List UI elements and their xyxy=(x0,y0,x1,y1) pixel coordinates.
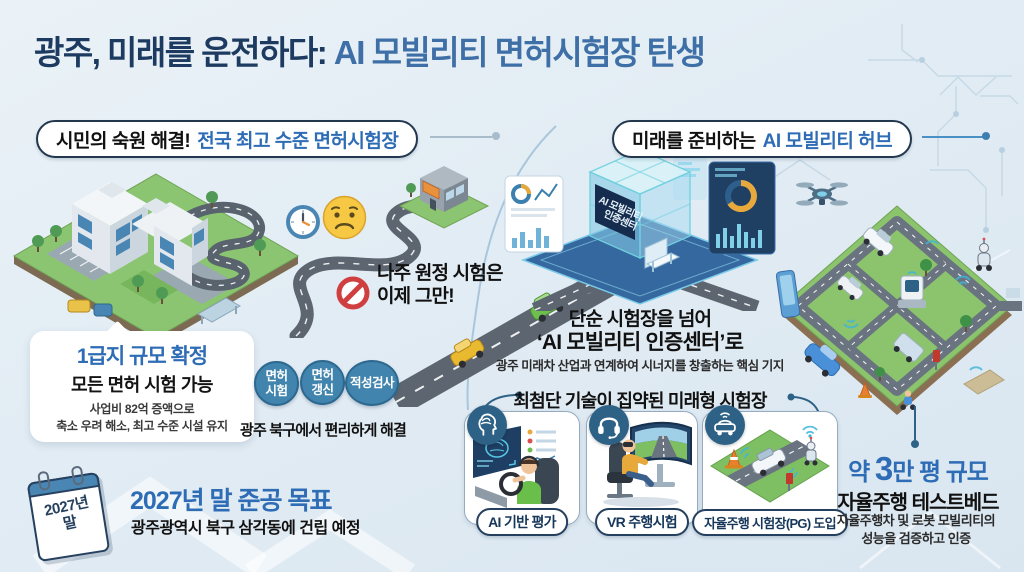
page-title: 광주, 미래를 운전하다: AI 모빌리티 면허시험장 탄생 xyxy=(34,26,706,74)
circles-caption: 광주 북구에서 편리하게 해결 xyxy=(239,422,407,439)
left-header-connector-line xyxy=(430,136,492,138)
tech-header: 최첨단 기술이 집약된 미래형 시험장 xyxy=(513,391,767,411)
naju-building-illustration xyxy=(398,166,490,229)
headset-icon xyxy=(589,405,629,445)
right-section-header: 미래를 준비하는 AI 모빌리티 허브 xyxy=(612,120,913,158)
testbed-description: 자율주행차 및 로봇 모빌리티의 성능을 검증하고 인증 xyxy=(836,513,996,546)
page-title-highlight: AI 모빌리티 면허시험장 탄생 xyxy=(333,34,706,71)
testbed-illustration xyxy=(775,182,1022,415)
yellow-car-illustration xyxy=(450,338,485,368)
right-header-connector-line xyxy=(922,136,984,138)
no-more-naju-text: 나주 원정 시험은 이제 그만! xyxy=(377,263,504,307)
testbed-title: 자율주행 테스트베드 xyxy=(837,492,999,514)
testbed-connector-line xyxy=(914,406,916,440)
card-label-vr: VR 주행시험 xyxy=(595,508,689,536)
testbed-connector-dot xyxy=(911,440,919,448)
dashboard-panel-left xyxy=(504,175,564,253)
completion-description: 광주광역시 북구 삼각동에 건립 예정 xyxy=(131,520,361,537)
autonomous-pg-illustration xyxy=(710,425,830,503)
facility-scale-callout: 1급지 규모 확정 모든 면허 시험 가능 사업비 82억 증액으로 축소 우려… xyxy=(30,320,254,442)
drone-illustration xyxy=(796,182,848,206)
winding-road-illustration xyxy=(289,166,490,338)
prohibition-icon xyxy=(336,276,370,310)
beyond-line2: ‘AI 모빌리티 인증센터’로 xyxy=(536,331,744,354)
right-header-connector-dot xyxy=(982,132,990,140)
left-header-black: 시민의 숙원 해결! xyxy=(56,130,191,152)
card-autonomous-pg: 자율주행 시험장(PG) 도입 xyxy=(692,405,848,536)
beyond-description: 광주 미래차 산업과 연계하여 시너지를 창출하는 핵심 기지 xyxy=(496,359,784,373)
left-header-connector-dot xyxy=(492,132,500,140)
ai-hub-building-illustration: AI 모빌리티 인증센터 xyxy=(504,149,776,311)
card-label-pg: 자율주행 시험장(PG) 도입 xyxy=(692,509,848,536)
license-center-illustration xyxy=(13,173,299,346)
card-label-ai: AI 기반 평가 xyxy=(476,508,568,536)
dashboard-panel-right xyxy=(708,161,776,255)
testbed-scale: 약 3만 평 규모 xyxy=(848,450,989,487)
card-ai-evaluation: AI 기반 평가 xyxy=(464,405,580,536)
sad-face-icon xyxy=(322,195,367,240)
card-vr-driving: VR 주행시험 xyxy=(586,405,698,536)
connected-car-icon xyxy=(705,405,745,445)
left-section-header: 시민의 숙원 해결! 전국 최고 수준 면허시험장 xyxy=(36,120,419,158)
callout-title: 1급지 규모 확정 xyxy=(76,345,208,368)
vr-driving-illustration xyxy=(603,421,692,507)
clock-icon xyxy=(286,205,320,239)
right-header-blue: AI 모빌리티 허브 xyxy=(762,130,893,152)
calendar-icon: 2027년 말 xyxy=(19,461,117,567)
right-header-black: 미래를 준비하는 xyxy=(632,130,756,152)
completion-title: 2027년 말 준공 목표 xyxy=(130,487,332,515)
callout-subtitle: 모든 면허 시험 가능 xyxy=(71,375,213,395)
aptitude-test-circle: 적성검사 xyxy=(345,360,399,406)
callout-description: 사업비 82억 증액으로 축소 우려 해소, 최고 수준 시설 유지 xyxy=(56,402,228,433)
page-title-prefix: 광주, 미래를 운전하다: xyxy=(34,34,334,71)
left-header-blue: 전국 최고 수준 면허시험장 xyxy=(197,130,399,152)
brain-icon xyxy=(467,405,507,445)
beyond-line1: 단순 시험장을 넘어 xyxy=(568,309,712,330)
